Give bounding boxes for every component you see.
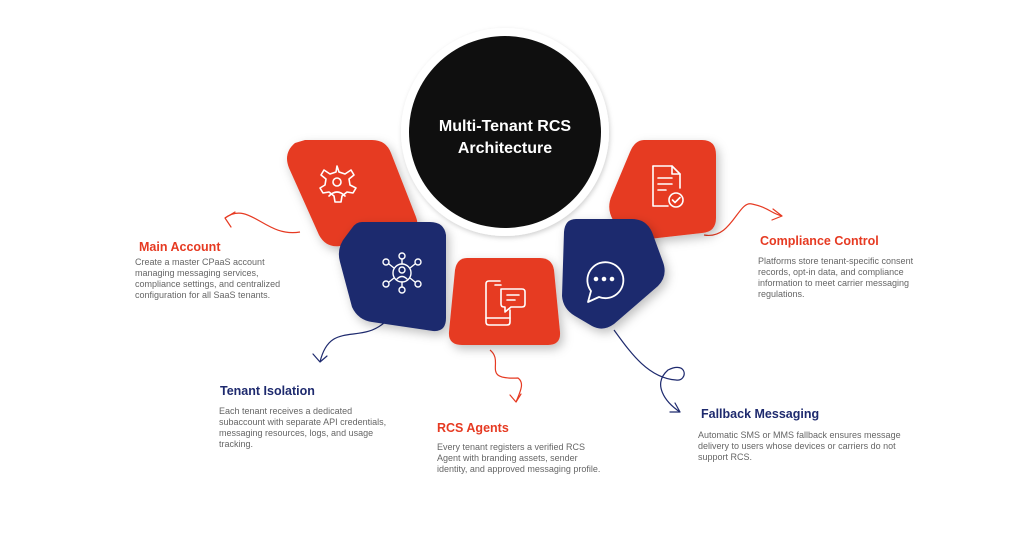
tenant-isolation-description: Each tenant receives a dedicated subacco… xyxy=(219,406,387,449)
connector-compliance-control xyxy=(703,203,783,236)
main-account-description: Create a master CPaaS account managing m… xyxy=(135,257,281,300)
center-circle xyxy=(401,28,609,236)
petal-fallback-messaging xyxy=(562,219,665,329)
phone-chat-icon xyxy=(485,280,526,326)
rcs-agents-description: Every tenant registers a verified RCS Ag… xyxy=(437,442,601,474)
chat-bubble-icon xyxy=(586,261,625,303)
fallback-messaging-description: Automatic SMS or MMS fallback ensures me… xyxy=(698,430,901,462)
diagram-title: Multi-Tenant RCS Architecture xyxy=(415,116,595,160)
connector-fallback-messaging xyxy=(613,329,685,413)
main-account-title: Main Account xyxy=(139,240,221,254)
diagram-title-line2: Architecture xyxy=(457,140,553,157)
diagram-title-line1: Multi-Tenant RCS xyxy=(438,118,572,135)
petal-tenant-isolation xyxy=(338,222,446,332)
network-users-icon xyxy=(382,252,422,294)
connector-main-account xyxy=(224,211,301,234)
rcs-agents-title: RCS Agents xyxy=(437,421,509,435)
connector-tenant-isolation xyxy=(312,321,386,363)
document-check-icon xyxy=(652,165,684,208)
gear-person-icon xyxy=(319,165,357,203)
fallback-messaging-title: Fallback Messaging xyxy=(701,407,820,421)
petal-rcs-agents xyxy=(448,258,561,345)
tenant-isolation-title: Tenant Isolation xyxy=(220,384,315,398)
connector-rcs-agents xyxy=(489,349,523,403)
compliance-control-description: Platforms store tenant-specific consent … xyxy=(758,256,914,299)
compliance-control-title: Compliance Control xyxy=(760,234,879,248)
